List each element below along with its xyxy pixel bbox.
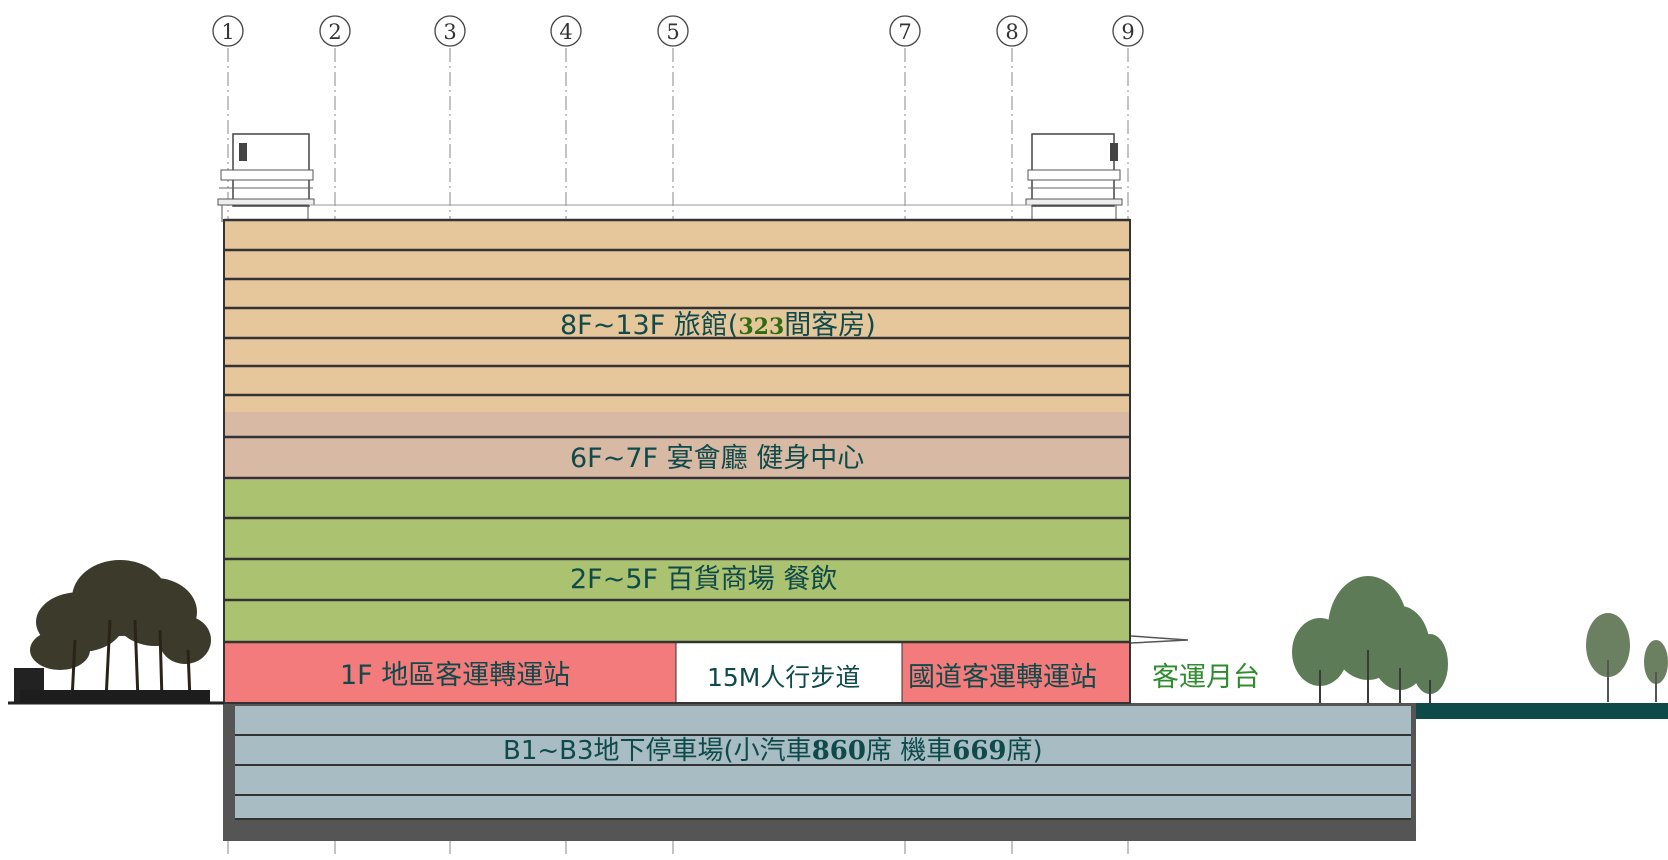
grid-axis-bubble-4	[550, 15, 582, 47]
banquet-band	[224, 412, 1130, 480]
highway-bus-station-label: 國道客運轉運站	[908, 662, 1097, 693]
grid-axis-bubble-9	[1112, 15, 1144, 47]
hotel-band	[224, 220, 1130, 412]
hotel-room-count: 323	[738, 314, 785, 340]
building-outline	[223, 219, 1131, 704]
trees-right	[1292, 576, 1448, 703]
grid-axis-label-9: 9	[1121, 20, 1134, 44]
basement-label-prefix: B1~B3地下停車場(小汽車	[503, 736, 812, 766]
hotel-label-prefix: 8F~13F 旅館(	[560, 310, 739, 341]
hotel-label-suffix: 間客房)	[784, 310, 876, 341]
rooftop-structure-left	[217, 133, 315, 222]
grid-axis-bubble-2	[319, 15, 351, 47]
grid-axis-label-8: 8	[1005, 20, 1018, 44]
trees-left	[14, 560, 211, 703]
local-bus-station-label: 1F 地區客運轉運站	[340, 660, 571, 691]
motorcycle-space-count: 669	[952, 736, 1007, 766]
grid-axis-bubble-3	[434, 15, 466, 47]
highway-station-zone	[901, 641, 1131, 704]
ground-band-right	[1416, 703, 1668, 719]
grid-axis-label-1: 1	[221, 20, 234, 44]
trees-far-right	[1586, 613, 1668, 702]
basement-label-suffix: 席)	[1006, 736, 1043, 766]
rooftop-structure-right	[1025, 133, 1123, 222]
grid-axis-bubble-8	[996, 15, 1028, 47]
walkway-zone	[675, 641, 903, 704]
banquet-fitness-label: 6F~7F 宴會廳 健身中心	[570, 443, 865, 474]
basement-band	[235, 706, 1411, 819]
grid-axis-label-3: 3	[443, 20, 456, 44]
grid-axis-label-2: 2	[328, 20, 341, 44]
basement-label-mid: 席 機車	[865, 736, 953, 766]
canopy	[1130, 635, 1189, 644]
retail-dining-label: 2F~5F 百貨商場 餐飲	[570, 564, 838, 595]
grid-axis-bubble-5	[657, 15, 689, 47]
car-space-count: 860	[811, 736, 866, 766]
grid-axis-label-4: 4	[559, 20, 572, 44]
grid-axis-bubble-7	[889, 15, 921, 47]
grid-axis-label-7: 7	[898, 20, 911, 44]
pedestrian-walkway-label: 15M人行步道	[707, 663, 861, 692]
retail-band	[224, 480, 1130, 642]
hotel-floors-label: 8F~13F 旅館(323間客房)	[560, 310, 876, 343]
grid-axis-bubble-1	[212, 15, 244, 47]
bus-platform-label: 客運月台	[1152, 662, 1260, 693]
grid-axis-label-5: 5	[666, 20, 679, 44]
basement-parking-label: B1~B3地下停車場(小汽車860席 機車669席)	[503, 735, 1043, 767]
floor-bands	[223, 218, 1416, 841]
